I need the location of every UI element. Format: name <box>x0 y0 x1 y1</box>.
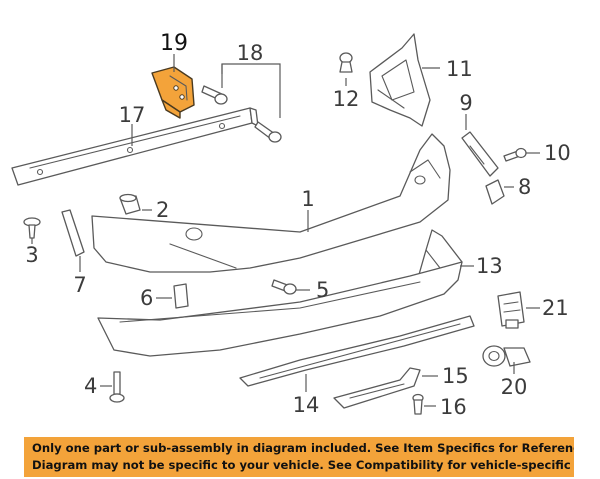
part-4-bolt <box>109 371 125 403</box>
notice-line-1: Only one part or sub-assembly in diagram… <box>32 441 574 455</box>
part-8-retainer <box>485 179 505 205</box>
callout-15: 15 <box>442 364 469 388</box>
callout-20: 20 <box>501 375 528 399</box>
callout-17: 17 <box>119 103 146 127</box>
part-20-sensor <box>482 345 531 367</box>
callout-19: 19 <box>160 31 188 56</box>
lower-cover <box>97 261 463 357</box>
callout-5: 5 <box>316 278 329 302</box>
callout-9: 9 <box>459 91 472 115</box>
leader-lines <box>31 54 540 407</box>
part-15-skid <box>333 367 421 409</box>
part-7-strip <box>61 209 85 257</box>
callout-12: 12 <box>333 87 360 111</box>
callout-6: 6 <box>140 286 153 310</box>
part-12-clip <box>339 52 353 73</box>
part-11-side-bracket <box>369 33 431 127</box>
part-17-reinforcement-beam <box>11 107 259 186</box>
callout-3: 3 <box>25 243 38 267</box>
callout-1: 1 <box>301 187 314 211</box>
callout-2: 2 <box>156 198 169 222</box>
callout-labels: 19 18 17 12 11 9 10 8 1 2 3 7 13 6 5 21 … <box>25 31 570 419</box>
part-18-bolt <box>201 85 282 143</box>
part-14-trim <box>239 315 475 387</box>
callout-11: 11 <box>446 57 473 81</box>
callout-18: 18 <box>237 41 264 65</box>
part-3-screw <box>23 217 41 239</box>
part-1-bumper-cover <box>91 133 451 273</box>
part-16-screw <box>412 393 424 415</box>
callout-4: 4 <box>84 374 97 398</box>
part-21-sensor-holder <box>497 291 525 329</box>
callout-13: 13 <box>476 254 503 278</box>
callout-10: 10 <box>544 141 571 165</box>
notice-line-2: Diagram may not be specific to your vehi… <box>32 458 574 472</box>
part-2-clip <box>119 193 141 215</box>
part-5-bolt <box>271 279 297 295</box>
part-10-screw <box>503 147 527 162</box>
callout-21: 21 <box>542 296 569 320</box>
callout-8: 8 <box>518 175 531 199</box>
callout-7: 7 <box>73 273 86 297</box>
callout-16: 16 <box>440 395 467 419</box>
part-6-clip <box>173 283 189 309</box>
callout-14: 14 <box>293 393 320 417</box>
notice-banner: Only one part or sub-assembly in diagram… <box>24 437 574 477</box>
part-19-bracket[interactable] <box>151 66 195 119</box>
part-9-mount <box>461 131 499 177</box>
